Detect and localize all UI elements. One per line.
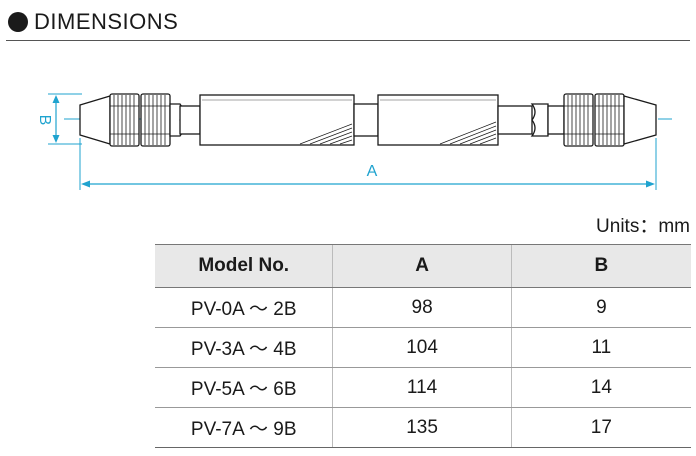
- units-label: Units：mm: [596, 216, 690, 237]
- cell-a: 104: [332, 327, 512, 368]
- table-row: PV-5A ～ 6B 114 14: [155, 367, 691, 408]
- dimension-a: [79, 138, 657, 190]
- knurling: [110, 95, 624, 145]
- cell-a: 98: [332, 287, 512, 328]
- shading: [202, 99, 497, 145]
- dimension-b-label: B: [36, 115, 53, 126]
- section-header: DIMENSIONS: [6, 8, 690, 41]
- pin-vise-body: [79, 93, 657, 147]
- section-title: DIMENSIONS: [34, 9, 179, 34]
- dimensions-table: Model No. A B PV-0A ～ 2B 98 9 PV-3A ～ 4B…: [155, 244, 691, 448]
- cell-model: PV-0A ～ 2B: [155, 287, 333, 328]
- table-row: PV-3A ～ 4B 104 11: [155, 327, 691, 368]
- pin-vise-drawing: B: [36, 93, 672, 190]
- dimension-a-label: A: [367, 163, 378, 180]
- header-divider: [6, 40, 690, 41]
- column-header-model: Model No.: [155, 244, 333, 288]
- dimension-b: [48, 93, 82, 145]
- table-header-row: Model No. A B: [155, 244, 691, 288]
- cell-b: 14: [510, 367, 691, 408]
- column-header-b: B: [510, 244, 691, 288]
- cell-model: PV-3A ～ 4B: [155, 327, 333, 368]
- table-row: PV-0A ～ 2B 98 9: [155, 287, 691, 328]
- cell-a: 135: [332, 407, 512, 448]
- cell-b: 11: [510, 327, 691, 368]
- cell-model: PV-5A ～ 6B: [155, 367, 333, 408]
- cell-b: 9: [510, 287, 691, 328]
- cell-model: PV-7A ～ 9B: [155, 407, 333, 448]
- cell-a: 114: [332, 367, 512, 408]
- table-row: PV-7A ～ 9B 135 17: [155, 407, 691, 448]
- bullet-icon: [8, 12, 28, 32]
- cell-b: 17: [510, 407, 691, 448]
- column-header-a: A: [332, 244, 512, 288]
